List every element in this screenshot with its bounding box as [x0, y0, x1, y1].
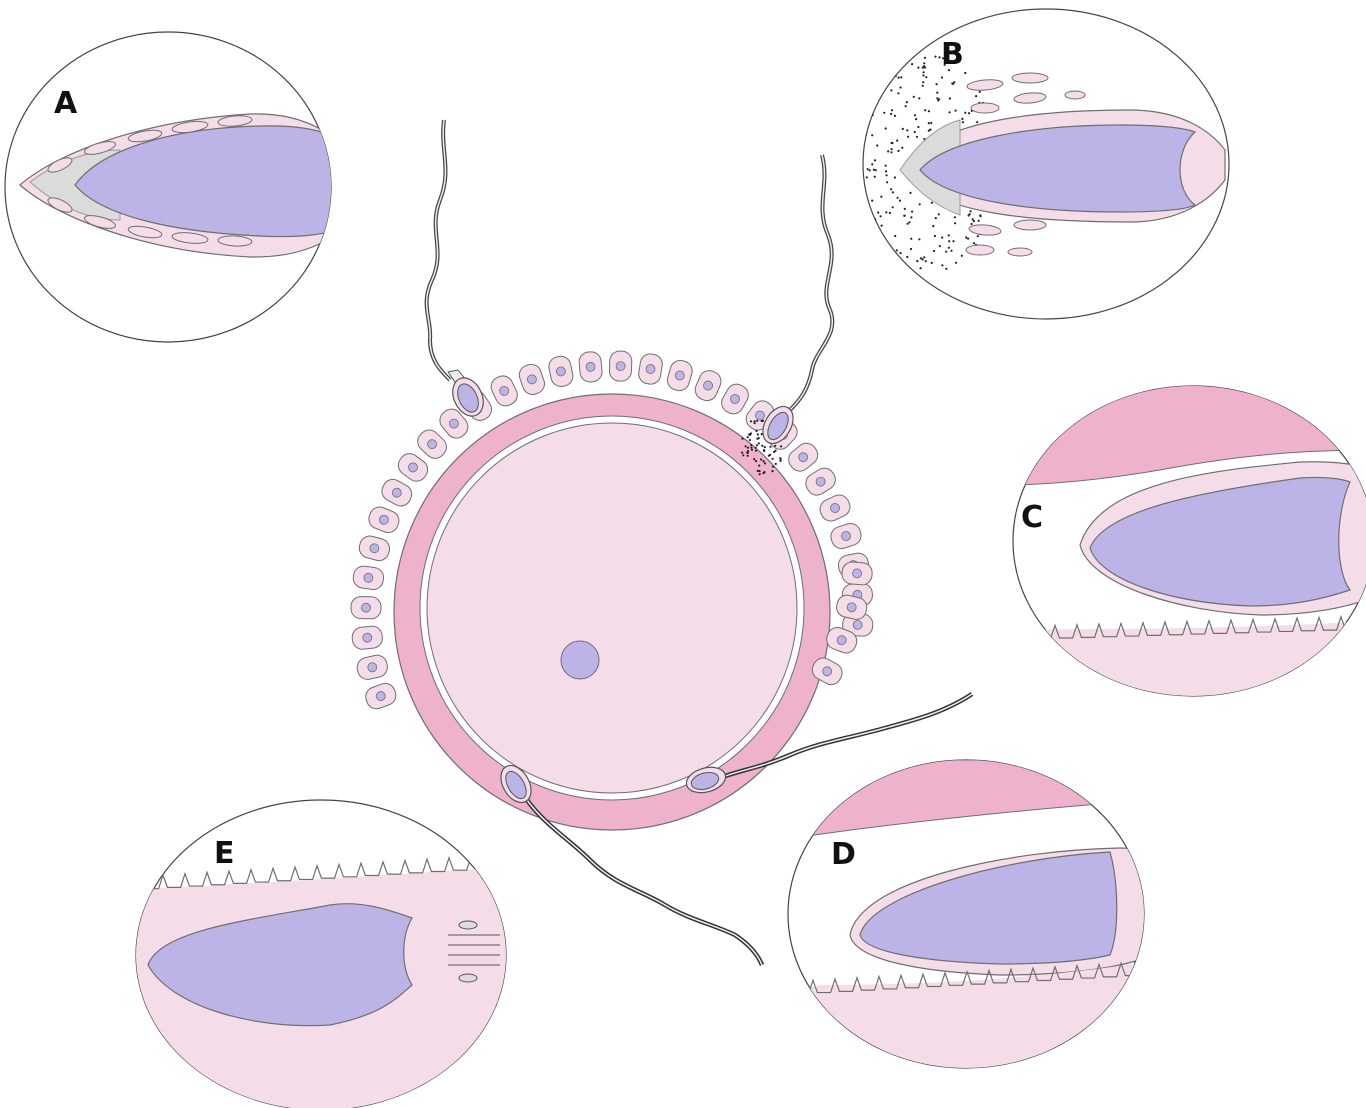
corona-cell: [357, 534, 392, 563]
corona-cell: [366, 504, 402, 536]
oocyte-cytoplasm: [427, 423, 797, 793]
oocyte-nucleus: [561, 641, 599, 679]
corona-cell: [351, 625, 383, 650]
corona-cell: [828, 521, 863, 551]
corona-cell: [718, 381, 752, 418]
sperm-approaching-corona: [427, 120, 490, 421]
corona-cell: [692, 367, 724, 403]
panel-e: E: [130, 800, 526, 1108]
corona-cell: [817, 492, 853, 525]
panel-label-d: D: [831, 837, 856, 872]
corona-cell: [488, 373, 521, 410]
corona-cell: [578, 351, 603, 383]
corona-cell: [841, 561, 873, 586]
corona-cell: [609, 351, 632, 382]
corona-cell: [785, 439, 822, 475]
corona-cell: [394, 450, 431, 485]
panel-label-a: A: [54, 86, 78, 121]
panel-label-b: B: [941, 37, 964, 72]
panel-b: B: [861, 9, 1229, 319]
panel-label-e: E: [214, 836, 235, 871]
corona-cell: [547, 354, 575, 388]
corona-cell: [665, 358, 694, 393]
corona-cell: [517, 362, 548, 398]
corona-cell: [351, 596, 381, 619]
corona-cell: [414, 426, 451, 463]
corona-cell: [352, 565, 385, 591]
corona-cell: [802, 464, 839, 499]
panel-c: C: [1000, 380, 1366, 720]
panel-label-c: C: [1021, 500, 1043, 535]
corona-cell: [355, 653, 389, 681]
corona-cell: [363, 681, 399, 712]
panel-d: D: [780, 760, 1176, 1080]
corona-cell: [637, 352, 663, 385]
panel-a: A: [5, 32, 360, 342]
corona-cell: [378, 476, 415, 510]
